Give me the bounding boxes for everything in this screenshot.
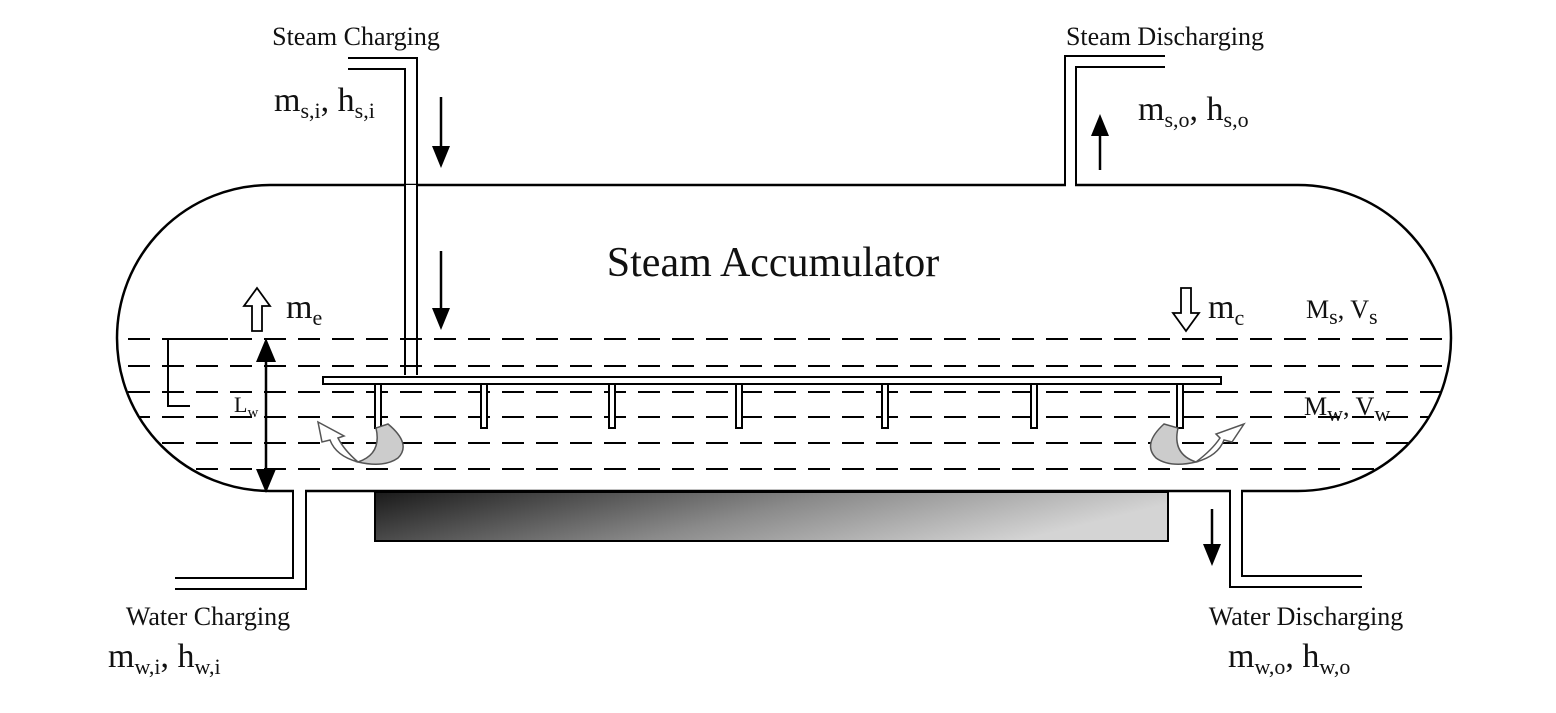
water-region-label: Mw, Vw — [1304, 392, 1390, 426]
evaporation-label: me — [286, 289, 322, 330]
water-level-lines — [117, 338, 1451, 470]
water-discharging-vars: mw,o, hw,o — [1228, 638, 1350, 679]
condensation-label: mc — [1208, 289, 1244, 330]
steam-discharging-arrow — [1091, 114, 1109, 170]
level-double-arrow — [256, 338, 276, 493]
water-charging-label: Water Charging — [126, 602, 290, 631]
steam-discharging-label: Steam Discharging — [1066, 22, 1264, 51]
level-bracket — [167, 338, 228, 407]
condensation-arrow-icon — [1171, 287, 1201, 333]
steam-discharging-pipe — [1064, 55, 1165, 185]
steam-discharging-vars: ms,o, hs,o — [1138, 91, 1249, 132]
sparger-nozzles — [374, 383, 1184, 429]
circulation-arrow-right — [1149, 422, 1246, 465]
water-discharging-pipe — [1229, 491, 1362, 588]
heater-block — [374, 491, 1169, 542]
steam-charging-arrow-inside — [432, 251, 450, 330]
steam-charging-arrow-outside — [432, 97, 450, 168]
pipe-gap-4 — [1231, 489, 1241, 493]
sparger-header — [322, 376, 1222, 385]
evaporation-arrow-icon — [242, 286, 272, 332]
pipe-gap-2 — [1066, 182, 1075, 188]
water-discharging-label: Water Discharging — [1209, 602, 1404, 631]
water-charging-vars: mw,i, hw,i — [108, 638, 221, 679]
diagram-title: Steam Accumulator — [607, 240, 939, 286]
steam-charging-label: Steam Charging — [272, 22, 440, 51]
water-level-label: Lw — [234, 392, 258, 421]
pipe-gap-3 — [294, 489, 305, 493]
water-charging-pipe — [175, 491, 307, 590]
steam-charging-pipe — [348, 57, 418, 375]
steam-charging-vars: ms,i, hs,i — [274, 82, 375, 123]
water-discharging-arrow — [1203, 509, 1221, 566]
steam-region-label: Ms, Vs — [1306, 295, 1378, 329]
circulation-arrow-left — [316, 420, 404, 465]
pipe-gap — [406, 185, 416, 189]
